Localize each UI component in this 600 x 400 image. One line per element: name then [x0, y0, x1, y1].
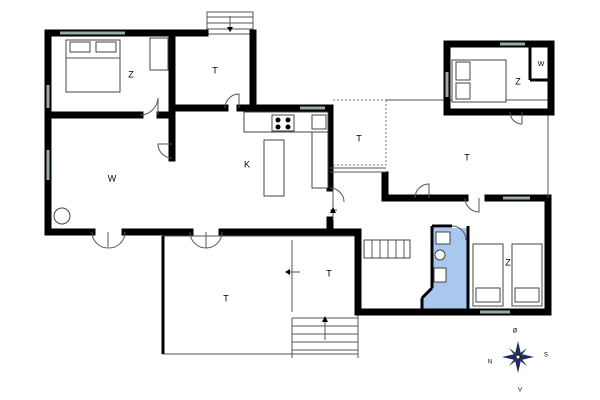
bathroom-fixtures	[433, 231, 451, 283]
living-round-chair	[53, 207, 71, 225]
hall-shelf	[363, 239, 411, 259]
room-label-bedroom-ne: Z	[515, 76, 521, 86]
compass-label-south: S	[544, 353, 548, 359]
room-label-kitchen: K	[244, 159, 250, 169]
room-label-terrace-south: T	[223, 293, 229, 303]
north-steps	[206, 11, 254, 35]
room-label-hall-south: T	[326, 268, 332, 278]
se-twin-beds	[472, 243, 543, 307]
kitchen-units	[243, 111, 329, 197]
door-swings	[91, 93, 523, 249]
compass-label-north: N	[488, 360, 492, 366]
room-label-bedroom-se: Z	[505, 257, 511, 267]
nw-double-bed	[65, 37, 169, 93]
room-label-hall-center: T	[356, 133, 362, 143]
room-label-living: W	[108, 173, 117, 183]
ne-double-bed	[451, 59, 507, 103]
windows	[46, 31, 530, 314]
compass-label-west: V	[518, 388, 522, 394]
entry-arrow-south	[285, 240, 300, 312]
room-label-bedroom-nw: Z	[128, 69, 134, 79]
compass-rose	[502, 341, 534, 373]
room-label-hall-east: T	[464, 152, 470, 162]
compass-label-east: Ø	[513, 329, 518, 335]
terrace-outline	[161, 235, 359, 355]
room-label-utility-ne: W	[538, 61, 545, 68]
room-label-hall-north: T	[212, 65, 218, 75]
entry-arrow-east	[330, 188, 337, 220]
south-steps	[291, 316, 359, 358]
